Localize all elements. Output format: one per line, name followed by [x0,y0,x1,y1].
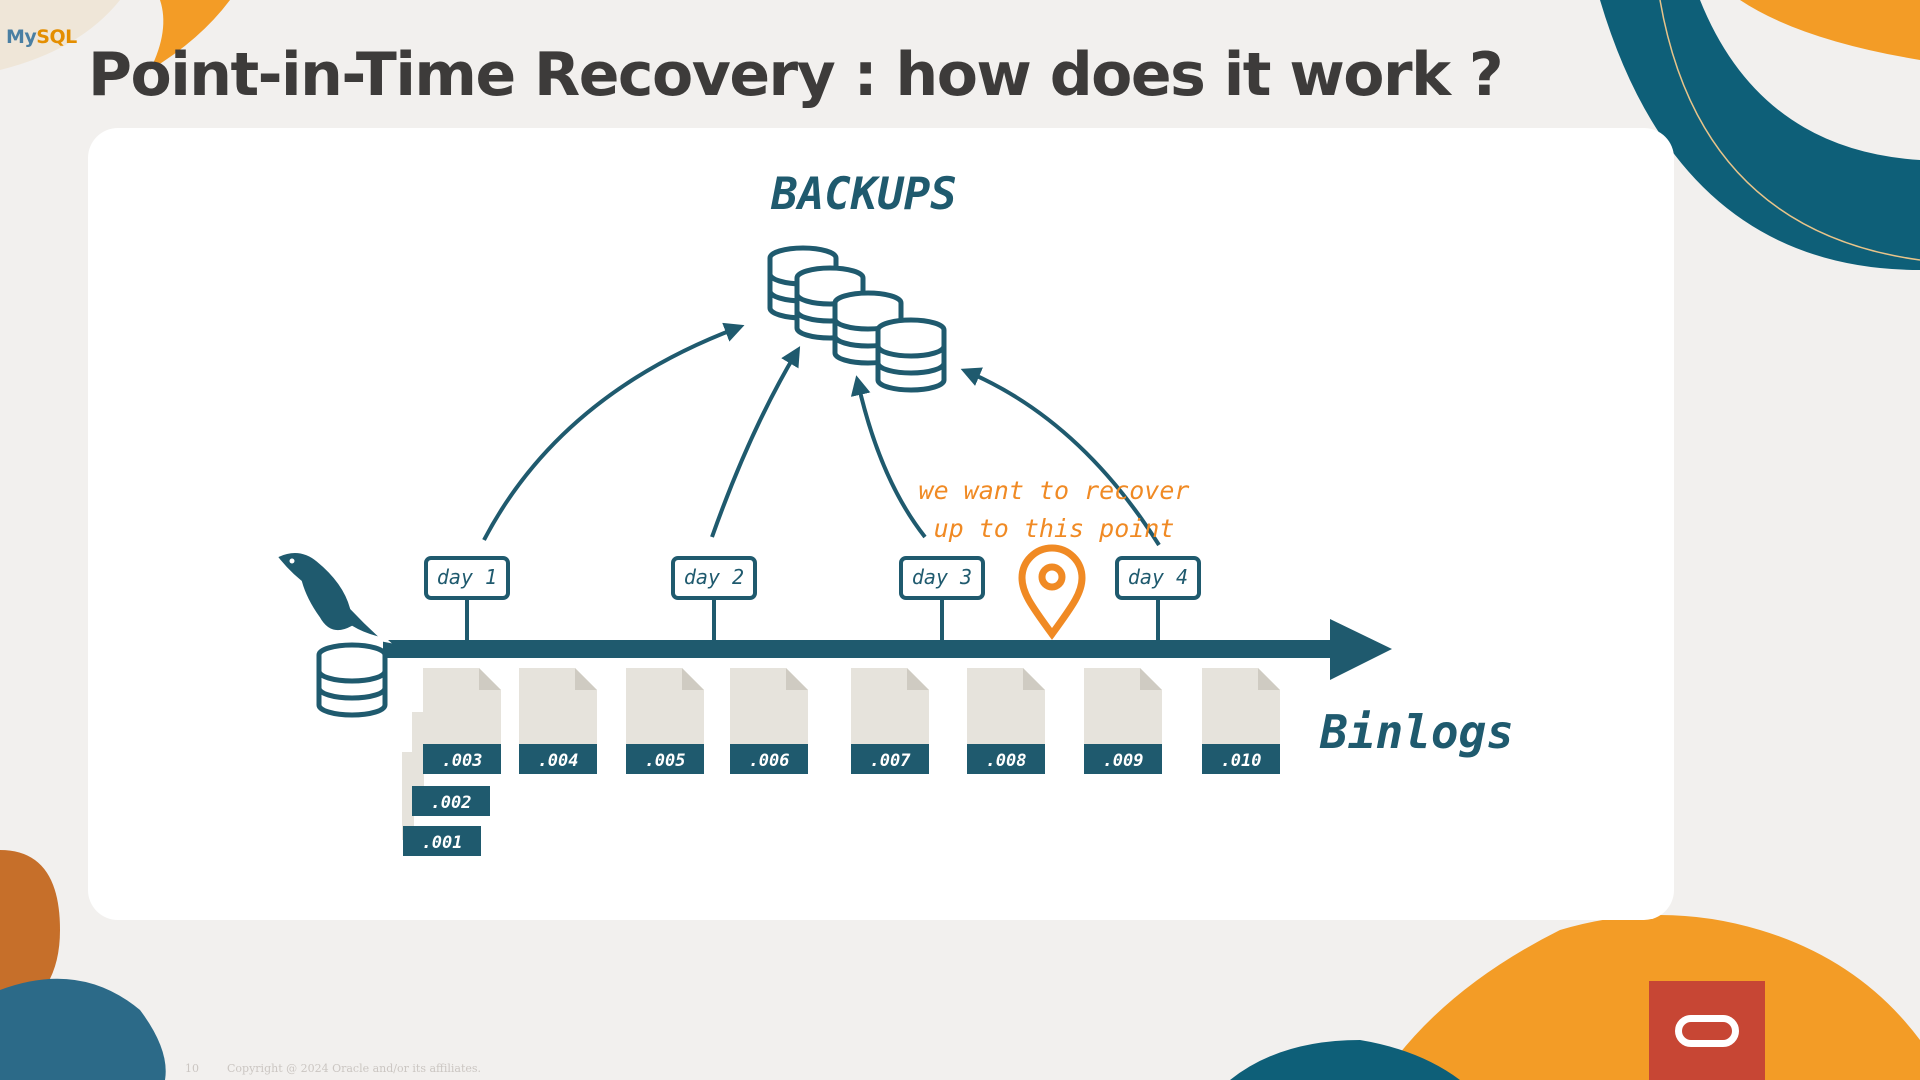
binlog-file: .009 [1084,668,1162,774]
binlog-file-label: .010 [1221,751,1262,771]
day-label: day 1 [437,565,497,589]
binlog-file-label: .002 [431,793,472,813]
binlog-file-label: .009 [1103,751,1144,771]
mysql-dolphin-icon [269,548,392,644]
binlog-file-label: .005 [645,751,686,771]
day-label: day 4 [1128,565,1188,589]
slide-title: Point-in-Time Recovery : how does it wor… [88,40,1504,110]
mysql-logo: MySQL [6,26,77,48]
day1-backup-arrow [482,322,745,541]
day-marker: day 2 [671,556,757,642]
day-marker: day 3 [899,556,985,642]
binlog-file: .001 [403,826,481,856]
binlog-file: .007 [851,668,929,774]
binlog-file: .005 [626,668,704,774]
recovery-annotation-line2: up to this point [934,514,1175,543]
day-label: day 2 [684,565,744,589]
day3-backup-arrow [850,375,927,539]
binlog-file: .006 [730,668,808,774]
binlog-file-label: .004 [538,751,579,771]
binlog-file: .004 [519,668,597,774]
backup-arrows [482,322,1161,547]
binlog-file-label: .007 [870,751,912,771]
timeline-arrowhead-icon [1330,619,1392,680]
oracle-logo [1649,981,1765,1080]
day-label: day 3 [912,565,972,589]
diagram-card [88,128,1674,920]
backups-label: BACKUPS [770,169,956,220]
day-marker: day 1 [424,556,510,642]
timeline [383,619,1392,680]
day-markers: day 1 day 2 day 3 day 4 [424,556,1201,642]
binlog-files: .003 .004 .005 .006 .007 .008 .009 .010 .002 .001 [403,668,1280,856]
binlog-file: .010 [1202,668,1280,774]
binlog-file: .003 [423,668,501,774]
day2-backup-arrow [710,346,801,538]
binlog-file-label: .001 [422,833,463,853]
footer: 10 Copyright @ 2024 Oracle and/or its aff… [185,1062,481,1075]
binlog-file: .002 [412,786,490,816]
day4-backup-arrow [960,367,1161,547]
binlog-file-label: .003 [442,751,483,771]
binlog-file: .008 [967,668,1045,774]
binlog-stack-shadow [402,712,424,840]
recovery-point-pin-icon [1018,544,1086,640]
page-number: 10 [185,1062,199,1075]
binlogs-label: Binlogs [1319,705,1514,759]
binlog-file-label: .008 [986,751,1027,771]
backup-database-stack-icon [770,248,944,390]
copyright-text: Copyright @ 2024 Oracle and/or its affil… [227,1062,482,1075]
source-database-icon [319,645,385,715]
binlog-file-label: .006 [749,751,790,771]
day-marker: day 4 [1115,556,1201,642]
recovery-annotation-line1: we want to recover [919,476,1190,505]
timeline-axis [383,640,1338,658]
